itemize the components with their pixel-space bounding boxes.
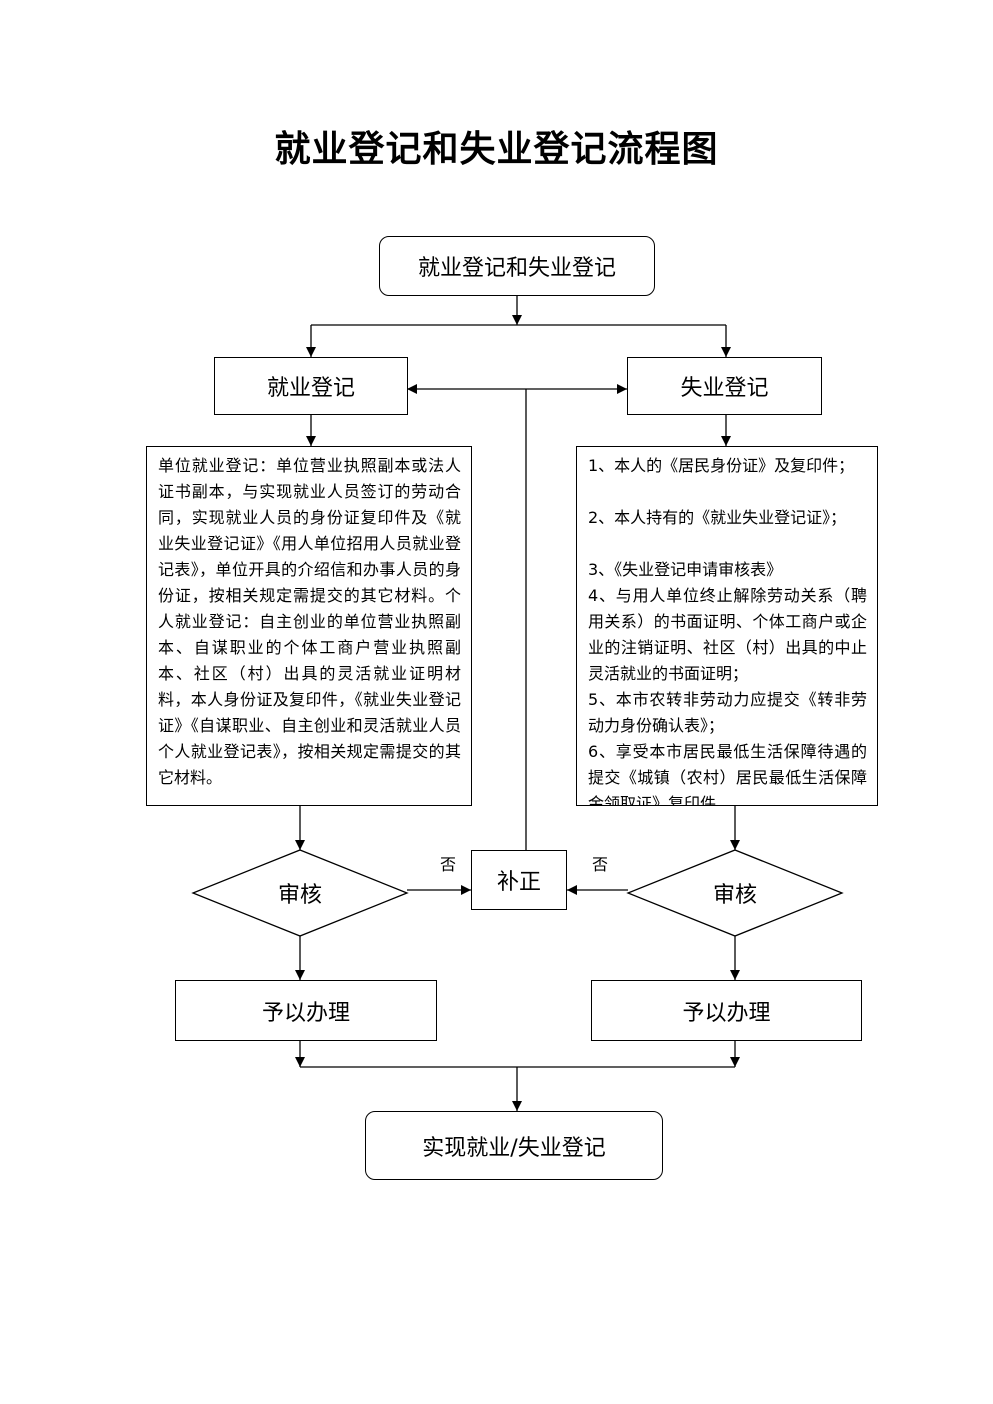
material-item: 3、《失业登记申请审核表》: [588, 560, 783, 579]
employment-materials-text: 单位就业登记：单位营业执照副本或法人证书副本，与实现就业人员签订的劳动合同，实现…: [158, 456, 461, 787]
right-result-box: 予以办理: [591, 980, 862, 1041]
left-result-box: 予以办理: [175, 980, 437, 1041]
final-node: 实现就业/失业登记: [365, 1111, 663, 1180]
page-title: 就业登记和失业登记流程图: [274, 128, 719, 170]
material-item: 5、本市农转非劳动力应提交《转非劳动力身份确认表》；: [588, 690, 867, 735]
employment-registration-box: 就业登记: [214, 357, 408, 415]
material-item: 4、与用人单位终止解除劳动关系（聘用关系）的书面证明、个体工商户或企业的注销证明…: [588, 586, 867, 683]
material-item: 6、享受本市居民最低生活保障待遇的提交《城镇（农村）居民最低生活保障金领取证》复…: [588, 742, 867, 806]
no-label-left: 否: [440, 855, 457, 874]
material-item: 1、本人的《居民身份证》及复印件；: [588, 456, 855, 475]
right-review-label: 审核: [712, 883, 757, 908]
unemployment-registration-box: 失业登记: [627, 357, 822, 415]
top-node: 就业登记和失业登记: [379, 236, 655, 296]
material-item: 2、本人持有的《就业失业登记证》；: [588, 508, 847, 527]
unemployment-materials-box: 1、本人的《居民身份证》及复印件； 2、本人持有的《就业失业登记证》； 3、《失…: [576, 446, 878, 806]
no-label-right: 否: [592, 855, 609, 874]
employment-materials-box: 单位就业登记：单位营业执照副本或法人证书副本，与实现就业人员签订的劳动合同，实现…: [146, 446, 472, 806]
correction-box: 补正: [471, 850, 567, 910]
left-review-label: 审核: [277, 883, 322, 908]
